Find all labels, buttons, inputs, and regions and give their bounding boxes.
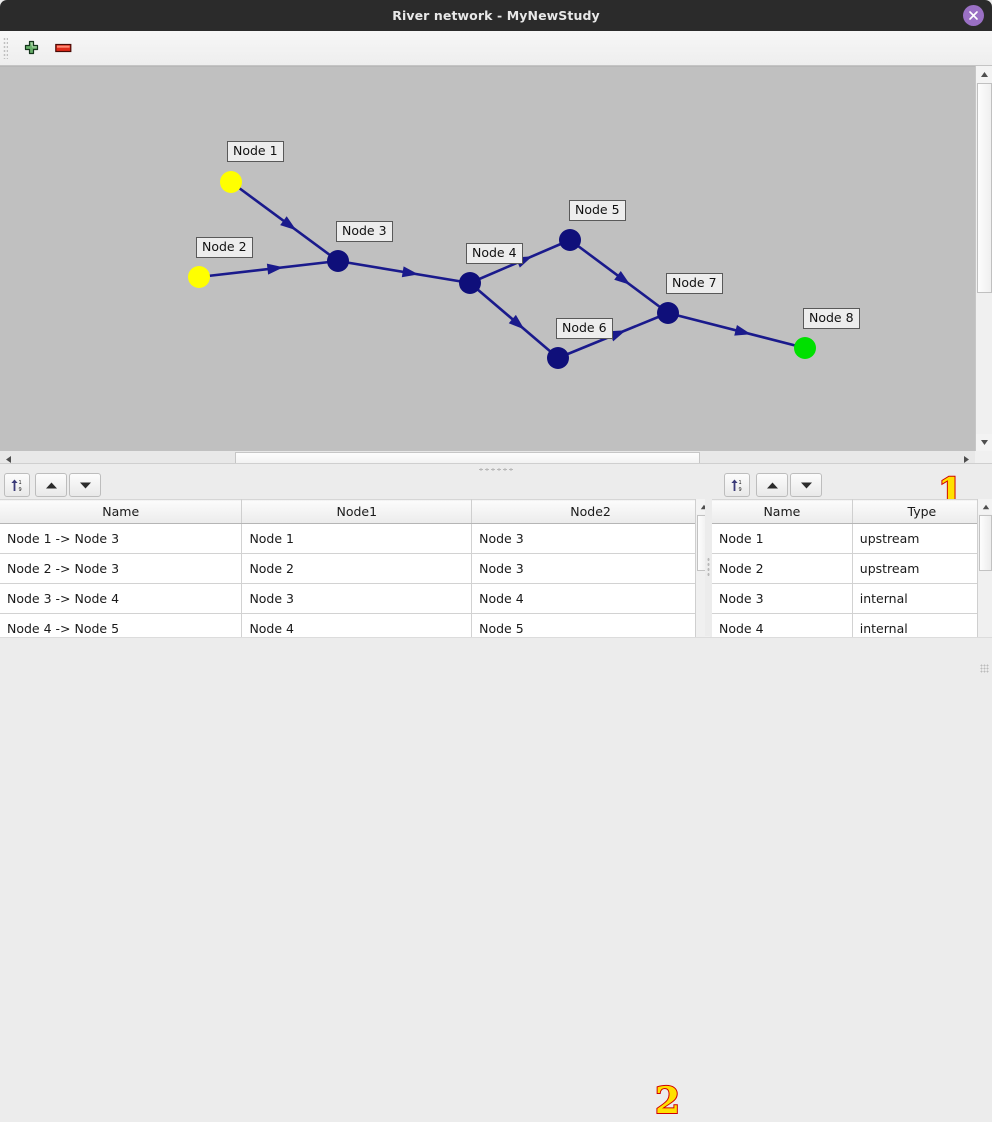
table-cell[interactable]: upstream (852, 553, 992, 584)
column-header[interactable]: Node2 (471, 499, 710, 524)
scroll-left-icon[interactable] (0, 451, 17, 468)
graph-vertical-scrollbar[interactable] (975, 66, 992, 451)
horizontal-splitter[interactable] (0, 463, 992, 472)
vsplitter-grip (707, 557, 710, 577)
table-cell[interactable]: Node 1 (241, 523, 473, 554)
edge-arrow-icon (614, 270, 631, 285)
move-up-button[interactable] (756, 473, 788, 497)
close-icon[interactable] (963, 5, 984, 26)
table-cell[interactable]: Node 3 -> Node 4 (0, 583, 243, 614)
edge-arrow-icon (508, 314, 525, 330)
nodes-vscroll-thumb[interactable] (979, 515, 992, 571)
graph-node[interactable] (459, 272, 481, 294)
table-cell[interactable]: Node 3 (471, 553, 710, 584)
table-cell[interactable]: Node 1 (712, 523, 853, 554)
svg-text:1: 1 (18, 480, 21, 486)
graph-node[interactable] (327, 250, 349, 272)
graph-node-label[interactable]: Node 1 (227, 141, 284, 162)
table-cell[interactable]: internal (852, 583, 992, 614)
graph-vscroll-thumb[interactable] (977, 83, 992, 293)
svg-text:9: 9 (18, 487, 21, 493)
table-cell[interactable]: Node 3 (471, 523, 710, 554)
svg-text:9: 9 (738, 487, 741, 493)
graph-node-label[interactable]: Node 4 (466, 243, 523, 264)
graph-node[interactable] (559, 229, 581, 251)
nodes-toolbar: 1 9 (712, 472, 992, 499)
reaches-toolbar: 1 9 (0, 472, 710, 499)
table-cell[interactable]: Node 3 (241, 583, 473, 614)
move-down-button[interactable] (790, 473, 822, 497)
column-header[interactable]: Name (712, 499, 853, 524)
edge-arrow-icon (609, 330, 626, 342)
table-cell[interactable]: Node 3 (712, 583, 853, 614)
edge-arrow-icon (401, 266, 419, 278)
table-cell[interactable]: Node 2 -> Node 3 (0, 553, 243, 584)
graph-node-label[interactable]: Node 2 (196, 237, 253, 258)
scroll-right-icon[interactable] (958, 451, 975, 468)
svg-text:1: 1 (738, 480, 741, 486)
column-header[interactable]: Type (852, 499, 992, 524)
toolbar-grip[interactable] (3, 37, 8, 59)
resize-grip[interactable] (980, 664, 989, 673)
move-up-button[interactable] (35, 473, 67, 497)
scroll-up-icon[interactable] (976, 66, 992, 83)
annotation-2: 2 (654, 1079, 681, 1122)
graph-node[interactable] (657, 302, 679, 324)
graph-node-label[interactable]: Node 5 (569, 200, 626, 221)
column-header[interactable]: Name (0, 499, 243, 524)
table-cell[interactable]: upstream (852, 523, 992, 554)
graph-node[interactable] (220, 171, 242, 193)
graph-node-label[interactable]: Node 8 (803, 308, 860, 329)
graph-node-label[interactable]: Node 3 (336, 221, 393, 242)
add-node-icon[interactable] (20, 38, 42, 58)
main-toolbar (0, 31, 992, 66)
delete-node-icon[interactable] (52, 38, 74, 58)
window-title: River network - MyNewStudy (392, 8, 600, 23)
table-cell[interactable]: Node 4 (471, 583, 710, 614)
status-bar (0, 637, 992, 676)
graph-area: Node 1 Node 2 Node 3 Node 4 Node 5 Node 6 Node… (0, 66, 992, 514)
graph-node-label[interactable]: Node 7 (666, 273, 723, 294)
edge-arrow-icon (280, 216, 297, 231)
river-network-canvas[interactable]: Node 1 Node 2 Node 3 Node 4 Node 5 Node 6 Node… (0, 66, 975, 451)
table-cell[interactable]: Node 1 -> Node 3 (0, 523, 243, 554)
window-titlebar: River network - MyNewStudy (0, 0, 992, 31)
scroll-up-icon[interactable] (978, 499, 992, 514)
table-cell[interactable]: Node 2 (712, 553, 853, 584)
move-down-button[interactable] (69, 473, 101, 497)
vertical-splitter[interactable] (705, 495, 712, 636)
graph-node[interactable] (188, 266, 210, 288)
graph-node[interactable] (794, 337, 816, 359)
sort-ascending-icon[interactable]: 1 9 (4, 473, 30, 497)
edge-arrow-icon (266, 263, 284, 275)
splitter-grip (478, 468, 514, 471)
edge-arrow-icon (734, 324, 752, 336)
scroll-down-icon[interactable] (976, 434, 992, 451)
table-cell[interactable]: Node 2 (241, 553, 473, 584)
graph-node-label[interactable]: Node 6 (556, 318, 613, 339)
column-header[interactable]: Node1 (241, 499, 473, 524)
sort-ascending-icon[interactable]: 1 9 (724, 473, 750, 497)
graph-node[interactable] (547, 347, 569, 369)
